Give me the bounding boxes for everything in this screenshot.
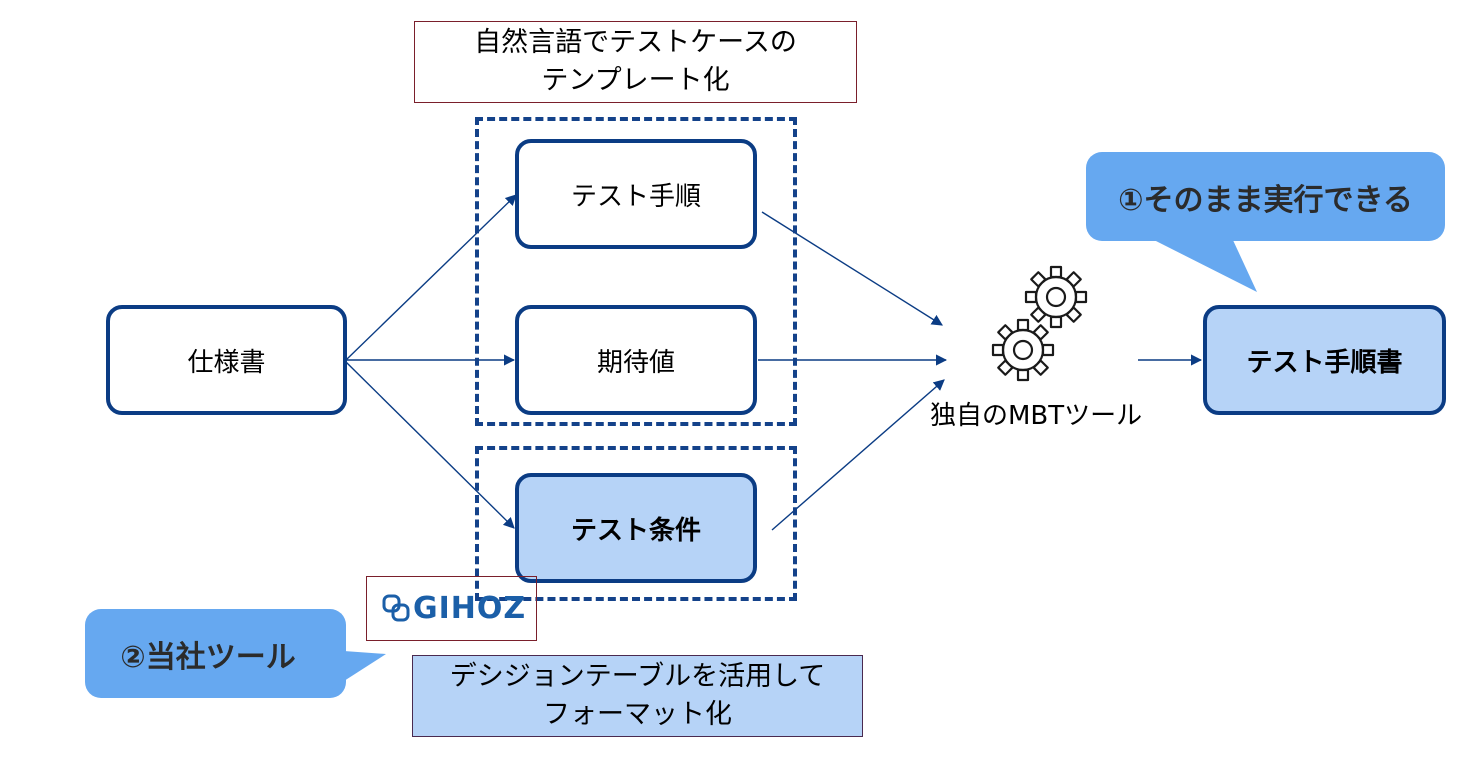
node-test-steps-label: テスト手順 <box>570 181 701 212</box>
gihoz-logo-text: GIHOZ <box>413 591 527 626</box>
group-natural-language <box>475 117 797 426</box>
note-decision-table-line1: デシジョンテーブルを活用して <box>449 661 826 692</box>
note-template-line2: テンプレート化 <box>541 65 730 96</box>
node-test-conditions-label: テスト条件 <box>570 515 701 546</box>
arrow-steps-to-tool <box>761 211 943 326</box>
arrow-spec-to-conditions <box>345 361 515 529</box>
arrow-conditions-to-tool <box>771 379 945 531</box>
callout-1-shape <box>1086 152 1445 292</box>
group-decision-table <box>475 446 797 601</box>
node-test-steps: テスト手順 <box>515 139 757 249</box>
gihoz-logo: GIHOZ <box>366 576 537 641</box>
note-decision-table-line2: フォーマット化 <box>542 699 732 730</box>
callout-2-shape <box>85 609 386 698</box>
arrow-spec-to-steps <box>345 194 517 361</box>
tool-label: 独自のMBTツール <box>930 401 1143 431</box>
note-decision-table: デシジョンテーブルを活用して フォーマット化 <box>412 655 863 737</box>
callout-1-text: ①そのまま実行できる <box>1118 182 1413 218</box>
gihoz-logo-mark <box>382 594 410 622</box>
node-spec-label: 仕様書 <box>187 347 266 378</box>
node-expected: 期待値 <box>515 305 757 415</box>
node-output: テスト手順書 <box>1203 305 1446 415</box>
note-template: 自然言語でテストケースの テンプレート化 <box>414 21 857 103</box>
note-template-line1: 自然言語でテストケースの <box>474 27 797 58</box>
callout-2-text: ②当社ツール <box>120 639 296 675</box>
node-expected-label: 期待値 <box>596 347 675 378</box>
gears-icon <box>991 265 1088 382</box>
node-spec: 仕様書 <box>106 305 347 415</box>
node-output-label: テスト手順書 <box>1246 347 1403 378</box>
node-test-conditions: テスト条件 <box>515 473 757 583</box>
